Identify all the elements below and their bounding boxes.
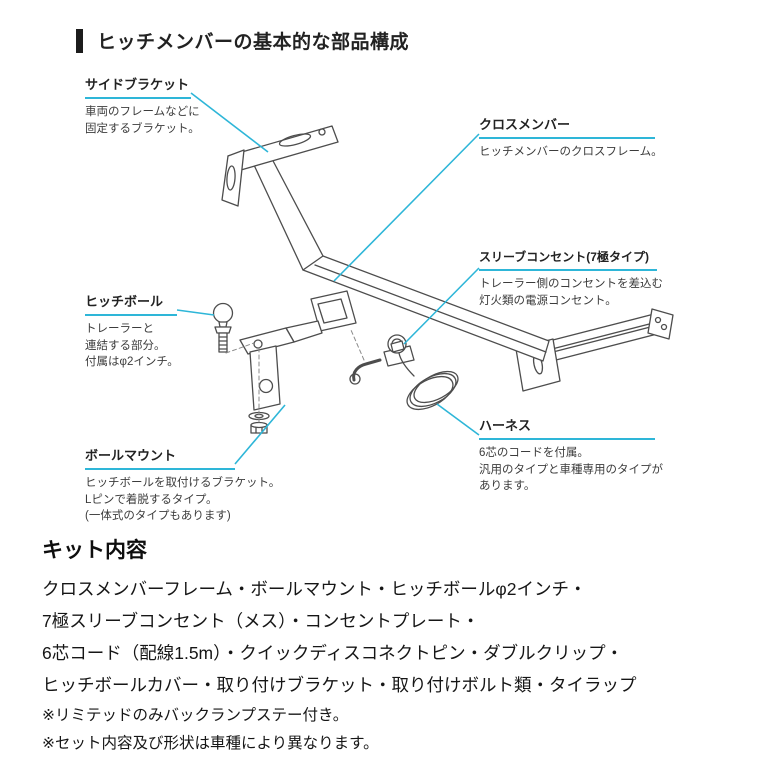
- callout-cross-member: クロスメンバー ヒッチメンバーのクロスフレーム。: [479, 114, 663, 161]
- title-accent-bar: [76, 28, 83, 53]
- callout-side-bracket-desc: 車両のフレームなどに 固定するブラケット。: [85, 106, 200, 135]
- callout-ball-mount-title: ボールマウント: [85, 445, 235, 470]
- callout-harness-desc: 6芯のコードを付属。 汎用のタイプと車種専用のタイプが あります。: [479, 447, 663, 493]
- callout-cross-member-title: クロスメンバー: [479, 114, 655, 139]
- callout-cross-member-desc: ヒッチメンバーのクロスフレーム。: [479, 146, 663, 158]
- callout-hitch-ball-title: ヒッチボール: [85, 291, 177, 316]
- leader-sleeve-outlet: [403, 267, 480, 345]
- footnotes: ※リミテッドのみバックランプステー付き。 ※セット内容及び形状は車種により異なり…: [42, 702, 379, 758]
- callout-harness-title: ハーネス: [479, 415, 655, 440]
- kit-contents-section: キット内容 クロスメンバーフレーム・ボールマウント・ヒッチボールφ2インチ・ 7…: [42, 534, 636, 701]
- l-pin-drawing: [349, 358, 382, 385]
- callout-hitch-ball-desc: トレーラーと 連結する部分。 付属はφ2インチ。: [85, 323, 179, 369]
- ball-mount-drawing: [239, 320, 323, 411]
- page-header: ヒッチメンバーの基本的な部品構成: [76, 27, 409, 54]
- footnote-limited: ※リミテッドのみバックランプステー付き。: [42, 707, 349, 724]
- leader-cross-member: [333, 133, 480, 282]
- kit-contents-body: クロスメンバーフレーム・ボールマウント・ヒッチボールφ2インチ・ 7極スリーブコ…: [42, 579, 637, 695]
- page-title: ヒッチメンバーの基本的な部品構成: [97, 32, 410, 53]
- hitch-ball-drawing: [212, 302, 234, 353]
- side-bracket-drawing: [221, 125, 339, 207]
- callout-side-bracket-title: サイドブラケット: [85, 74, 191, 99]
- callout-harness: ハーネス 6芯のコードを付属。 汎用のタイプと車種専用のタイプが あります。: [479, 415, 663, 495]
- washer-nut-drawing: [248, 411, 270, 434]
- receiver-drawing: [310, 290, 357, 332]
- callout-sleeve-outlet-desc: トレーラー側のコンセントを差込む 灯火類の電源コンセント。: [479, 278, 663, 307]
- harness-drawing: [390, 340, 459, 411]
- leader-harness: [436, 403, 480, 436]
- callout-sleeve-outlet: スリーブコンセント(7極タイプ) トレーラー側のコンセントを差込む 灯火類の電源…: [479, 248, 663, 309]
- callout-leader-lines: [176, 92, 480, 465]
- callout-ball-mount-desc: ヒッチボールを取付けるブラケット。 Lピンで着脱するタイプ。 (一体式のタイプも…: [85, 477, 281, 523]
- leader-hitch-ball: [176, 309, 215, 316]
- kit-contents-heading: キット内容: [42, 539, 147, 562]
- assembly-dashed-lines: [225, 329, 365, 424]
- footnote-set-contents: ※セット内容及び形状は車種により異なります。: [42, 734, 379, 752]
- callout-side-bracket: サイドブラケット 車両のフレームなどに 固定するブラケット。: [85, 74, 200, 137]
- callout-sleeve-outlet-title: スリーブコンセント(7極タイプ): [479, 248, 657, 271]
- callout-hitch-ball: ヒッチボール トレーラーと 連結する部分。 付属はφ2インチ。: [85, 291, 179, 371]
- leader-ball-mount: [234, 404, 286, 465]
- leader-side-bracket: [190, 92, 269, 153]
- callout-ball-mount: ボールマウント ヒッチボールを取付けるブラケット。 Lピンで着脱するタイプ。 (…: [85, 445, 280, 525]
